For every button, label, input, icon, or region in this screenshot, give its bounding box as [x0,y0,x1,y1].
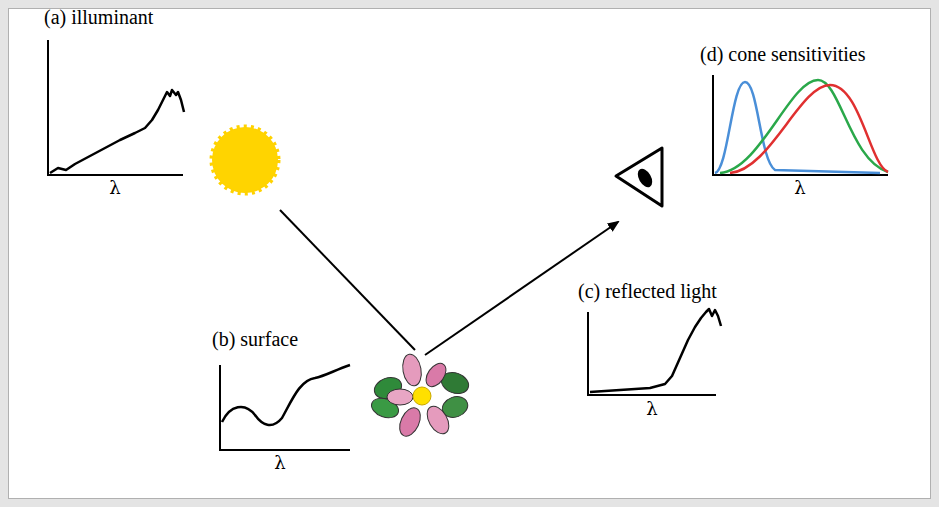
sun-icon [212,127,278,193]
cone-curve-l [730,85,888,173]
plot-title: (a) illuminant [44,6,153,29]
eye-icon [616,148,662,206]
plot-title: (b) surface [212,328,298,351]
axis-label: λ [794,178,805,198]
plot-title: (d) cone sensitivities [700,43,866,66]
plot-panel: (c) reflected light λ [578,280,738,430]
illuminant-curve [50,90,184,173]
axis-label: λ [109,178,120,198]
cone-curve-s [715,82,880,173]
figure-frame [8,8,931,499]
light-ray [280,210,415,350]
plot-title: (c) reflected light [578,280,717,303]
cone-curve-m [720,80,888,173]
plot-panel: (d) cone sensitivities λ [700,43,900,203]
axis-label: λ [274,453,285,473]
plot-panel: (a) illuminant λ [44,6,204,206]
plot-panel: (b) surface λ [212,328,362,488]
flower-icon [369,353,472,440]
surface-curve [222,365,350,425]
axis-label: λ [646,399,657,419]
reflected-curve [590,309,721,392]
plot-axes [48,40,888,450]
